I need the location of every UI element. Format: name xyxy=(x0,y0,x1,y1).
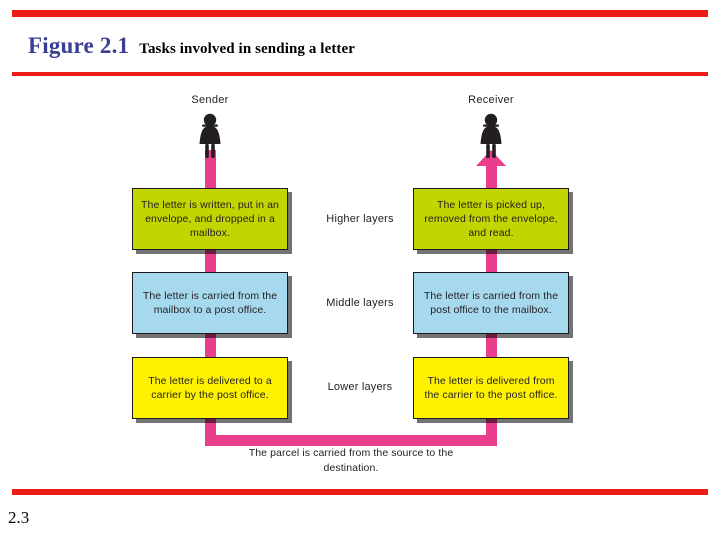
flow-arrow-receiver-top xyxy=(486,163,497,194)
sender-step-middle-text: The letter is carried from the mailbox t… xyxy=(142,289,278,316)
page-title: Figure 2.1 Tasks involved in sending a l… xyxy=(28,33,355,63)
receiver-step-lower-text: The letter is delivered from the carrier… xyxy=(424,374,558,401)
flow-arrow-receiver-bottom xyxy=(486,414,497,442)
person-icon-sender xyxy=(199,113,221,158)
top-rule xyxy=(12,10,708,17)
flow-arrow-receiver-upper-mid xyxy=(486,245,497,279)
sender-step-higher: The letter is written, put in an envelop… xyxy=(132,188,288,250)
figure-number: Figure 2.1 xyxy=(28,33,130,58)
sender-step-higher-text: The letter is written, put in an envelop… xyxy=(140,198,279,240)
flow-arrow-sender-bottom xyxy=(205,414,216,442)
sender-step-lower: The letter is delivered to a carrier by … xyxy=(132,357,288,419)
sender-step-middle: The letter is carried from the mailbox t… xyxy=(132,272,288,334)
layer-label-lower: Lower layers xyxy=(327,381,393,393)
flow-arrow-sender-top xyxy=(205,150,216,194)
transmission-caption: The parcel is carried from the source to… xyxy=(248,447,454,474)
receiver-step-higher: The letter is picked up, removed from th… xyxy=(413,188,569,250)
flow-arrow-transmission-medium xyxy=(205,435,497,446)
receiver-step-middle: The letter is carried from the post offi… xyxy=(413,272,569,334)
sender-step-lower-text: The letter is delivered to a carrier by … xyxy=(148,374,272,401)
person-icon-receiver xyxy=(480,113,502,158)
flow-arrow-sender-lower-mid xyxy=(205,330,216,362)
layer-label-higher: Higher layers xyxy=(326,213,394,225)
arrowhead-up-icon xyxy=(476,150,506,166)
receiver-step-higher-text: The letter is picked up, removed from th… xyxy=(424,198,558,240)
flow-arrow-receiver-lower-mid xyxy=(486,330,497,362)
layer-label-middle: Middle layers xyxy=(326,297,394,309)
flow-arrow-sender-upper-mid xyxy=(205,245,216,279)
bottom-rule xyxy=(12,489,708,495)
receiver-step-lower: The letter is delivered from the carrier… xyxy=(413,357,569,419)
receiver-label: Receiver xyxy=(468,94,514,106)
header-divider-rule xyxy=(12,72,708,76)
page-number: 2.3 xyxy=(8,508,30,527)
sender-label: Sender xyxy=(191,94,229,106)
figure-title: Tasks involved in sending a letter xyxy=(139,41,356,57)
receiver-step-middle-text: The letter is carried from the post offi… xyxy=(423,289,559,316)
